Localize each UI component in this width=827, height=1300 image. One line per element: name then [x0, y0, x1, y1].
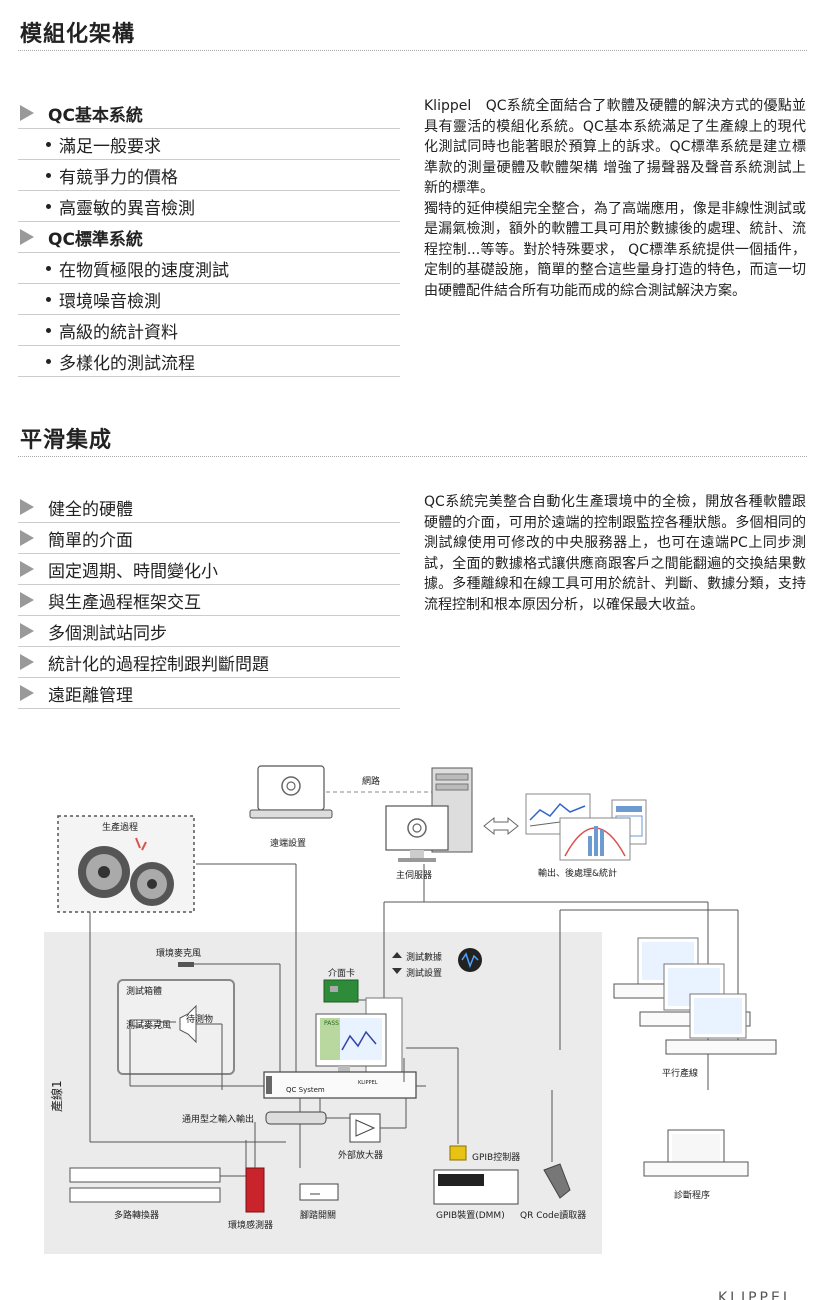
dot-bullet-icon: [46, 203, 51, 209]
list-item: 高靈敏的異音檢測: [18, 191, 400, 222]
list-item: 簡單的介面: [18, 523, 400, 554]
list-item: 健全的硬體: [18, 492, 400, 523]
list-item-label: QC標準系統: [48, 229, 143, 250]
dot-bullet-icon: [46, 265, 51, 271]
list-item-label: 簡單的介面: [48, 530, 133, 551]
label-network: 網路: [362, 777, 381, 787]
list-item-label: 高靈敏的異音檢測: [59, 198, 195, 219]
list-item: 滿足一般要求: [18, 129, 400, 160]
label-output: 輸出、後處理&統計: [538, 869, 618, 879]
list-heading: QC基本系統: [18, 98, 400, 129]
label-foot-switch: 腳踏開關: [300, 1211, 337, 1221]
list-item-label: 健全的硬體: [48, 499, 133, 520]
list-item-label: 在物質極限的速度測試: [59, 260, 229, 281]
diagram-graphics: [57, 765, 777, 1213]
section-title-modular: 模組化架構: [20, 22, 136, 47]
list-item-label: 有競爭力的價格: [59, 167, 178, 188]
label-remote-setup: 遠端設置: [270, 839, 307, 849]
triangle-bullet-icon: [20, 530, 34, 546]
list-item-label: 滿足一般要求: [59, 136, 161, 157]
list-item-label: 高級的統計資料: [59, 322, 178, 343]
list-item: 有競爭力的價格: [18, 160, 400, 191]
label-pass: PASS: [324, 1020, 339, 1027]
list-item-label: 多個測試站同步: [48, 623, 167, 644]
footer-logo: KLIPPEL: [718, 1290, 794, 1300]
list-item-label: 環境噪音檢測: [59, 291, 161, 312]
divider: [18, 50, 807, 51]
label-qr-reader: QR Code讀取器: [520, 1211, 587, 1221]
triangle-bullet-icon: [20, 105, 34, 121]
list-item: 統計化的過程控制跟判斷問題: [18, 647, 400, 678]
list-item: 遠距離管理: [18, 678, 400, 709]
label-line1: 產線1: [50, 1080, 64, 1112]
triangle-bullet-icon: [20, 623, 34, 639]
paragraph: Klippel QC系統全面結合了軟體及硬體的解決方式的優點並具有靈活的模組化系…: [424, 98, 806, 196]
label-test-mic: 測試麥克風: [126, 1021, 172, 1031]
feature-list-integration: 健全的硬體簡單的介面固定週期、時間變化小與生產過程框架交互多個測試站同步統計化的…: [18, 492, 400, 709]
label-parallel: 平行產線: [662, 1069, 699, 1079]
gears-icon: [78, 837, 174, 906]
list-item-label: 多樣化的測試流程: [59, 353, 195, 374]
list-heading: QC標準系統: [18, 222, 400, 253]
label-production-process: 生產過程: [102, 823, 139, 833]
label-test-setup: 測試設置: [406, 969, 443, 979]
integration-description: QC系統完美整合自動化生產環境中的全檢，開放各種軟體跟硬體的介面，可用於遠端的控…: [424, 492, 806, 615]
label-interface-card: 介面卡: [328, 969, 356, 979]
label-qc-system: QC System: [286, 1086, 325, 1094]
dot-bullet-icon: [46, 358, 51, 364]
label-diagnosis: 診斷程序: [674, 1191, 711, 1201]
label-klippel-small: KLIPPEL: [358, 1080, 378, 1086]
label-test-box: 測試箱體: [126, 987, 163, 997]
list-item-label: 遠距離管理: [48, 685, 133, 706]
list-item-label: 與生產過程框架交互: [48, 592, 201, 613]
label-multiplexer: 多路轉換器: [114, 1211, 160, 1221]
list-item: 固定週期、時間變化小: [18, 554, 400, 585]
list-item: 多個測試站同步: [18, 616, 400, 647]
list-item: 與生產過程框架交互: [18, 585, 400, 616]
output-charts-icon: [525, 793, 647, 861]
section-title-integration: 平滑集成: [20, 428, 113, 453]
triangle-bullet-icon: [20, 499, 34, 515]
modular-description: Klippel QC系統全面結合了軟體及硬體的解決方式的優點並具有靈活的模組化系…: [424, 96, 806, 301]
divider: [18, 456, 807, 457]
dot-bullet-icon: [46, 172, 51, 178]
triangle-bullet-icon: [20, 561, 34, 577]
label-general-io: 通用型之輸入輸出: [182, 1115, 255, 1125]
dot-bullet-icon: [46, 141, 51, 147]
list-item: 高級的統計資料: [18, 315, 400, 346]
monitor-icon: [385, 805, 449, 862]
list-item: 環境噪音檢測: [18, 284, 400, 315]
triangle-bullet-icon: [20, 229, 34, 245]
list-item-label: QC基本系統: [48, 105, 143, 126]
label-main-server: 主伺服器: [396, 871, 433, 881]
triangle-bullet-icon: [20, 685, 34, 701]
paragraph: QC系統完美整合自動化生產環境中的全檢，開放各種軟體跟硬體的介面，可用於遠端的控…: [424, 494, 806, 613]
laptop-icon: [249, 765, 333, 819]
label-gpib-ctrl: GPIB控制器: [472, 1153, 521, 1163]
label-ext-amp: 外部放大器: [338, 1151, 384, 1161]
server-icon: [431, 767, 473, 853]
label-env-mic: 環境麥克風: [156, 949, 202, 959]
list-item: 在物質極限的速度測試: [18, 253, 400, 284]
list-item: 多樣化的測試流程: [18, 346, 400, 377]
triangle-bullet-icon: [20, 654, 34, 670]
list-item-label: 固定週期、時間變化小: [48, 561, 218, 582]
system-diagram: 網路 遠端設置 主伺服器 輸出、後處理&統計 生產過程 環境麥克風 介面卡 測試…: [0, 760, 827, 1260]
label-gpib-device: GPIB裝置(DMM): [436, 1211, 505, 1221]
feature-list-qc: QC基本系統滿足一般要求有競爭力的價格高靈敏的異音檢測 QC標準系統在物質極限的速…: [18, 98, 400, 377]
list-item-label: 統計化的過程控制跟判斷問題: [48, 654, 269, 675]
dot-bullet-icon: [46, 327, 51, 333]
label-dut: 待測物: [186, 1015, 214, 1025]
label-env-sensor: 環境感測器: [228, 1221, 274, 1231]
label-test-data: 測試數據: [406, 953, 443, 963]
triangle-bullet-icon: [20, 592, 34, 608]
dot-bullet-icon: [46, 296, 51, 302]
paragraph: 獨特的延伸模組完全整合，為了高端應用，像是非線性測試或是漏氣檢測，額外的軟體工具…: [424, 200, 806, 299]
